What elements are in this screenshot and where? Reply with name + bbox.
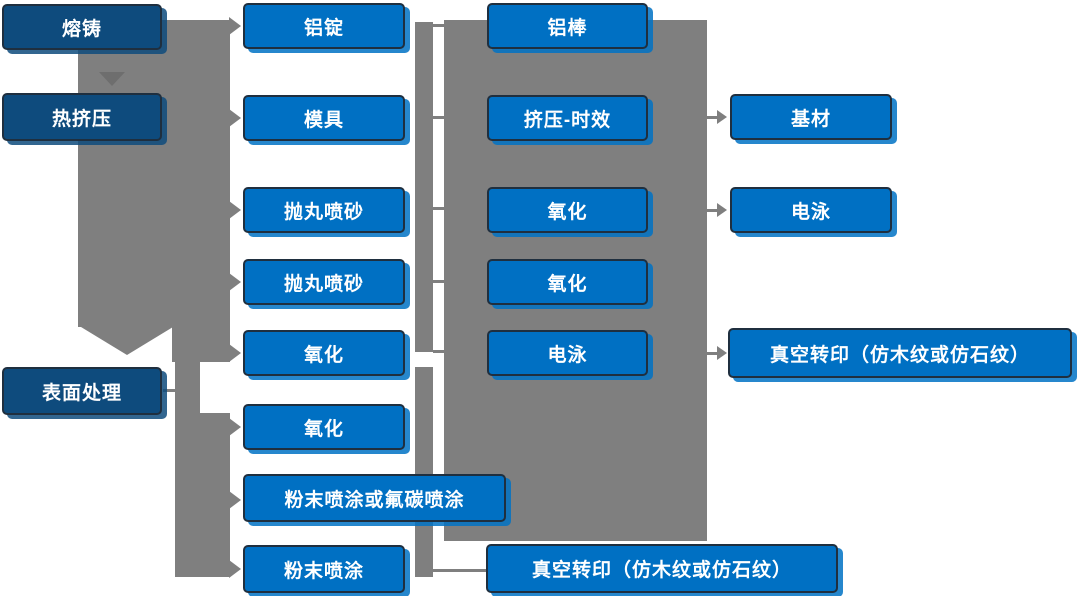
node-powder-or-fluorocarbon-coating: 粉末喷涂或氟碳喷涂 <box>243 474 506 522</box>
bus-stub-row4 <box>433 280 445 283</box>
node-oxidation-3: 氧化 <box>487 187 648 233</box>
node-vacuum-transfer-print-right: 真空转印（仿木纹或仿石纹） <box>728 328 1072 378</box>
collector-bar-lower <box>415 367 433 577</box>
node-aluminum-ingot: 铝锭 <box>243 3 405 49</box>
node-shot-blasting-1: 抛丸喷砂 <box>243 187 405 233</box>
arrow-to-powder-fluorocarbon-icon <box>229 491 241 509</box>
surface-treatment-stub <box>163 389 175 392</box>
arrow-to-vacuum-transfer-right-icon <box>717 346 727 360</box>
node-powder-coating: 粉末喷涂 <box>243 545 405 593</box>
node-melting-casting: 熔铸 <box>2 4 162 50</box>
line-to-base-material <box>707 116 718 119</box>
arrow-to-shot-blasting-2-icon <box>229 273 241 291</box>
bus-stub-bottom <box>433 569 486 572</box>
arrow-to-base-material-icon <box>717 110 727 124</box>
arrow-to-powder-coating-icon <box>229 560 241 578</box>
node-electrophoresis-2: 电泳 <box>730 187 892 233</box>
arrow-to-electrophoresis-2-icon <box>717 203 727 217</box>
bus-stub-row1 <box>433 24 445 27</box>
arrow-down-to-hot-extrusion-icon <box>99 72 125 86</box>
collector-bar-upper <box>415 22 433 352</box>
node-electrophoresis-1: 电泳 <box>487 330 648 376</box>
node-hot-extrusion: 热挤压 <box>2 93 162 141</box>
node-oxidation-1: 氧化 <box>243 330 405 376</box>
arrow-down-to-surface-treatment-icon <box>81 327 173 355</box>
node-oxidation-2: 氧化 <box>243 404 405 450</box>
node-surface-treatment: 表面处理 <box>2 367 162 415</box>
bus-stub-row5 <box>433 350 445 353</box>
trunk-left-neck <box>175 362 200 413</box>
node-mold: 模具 <box>243 95 405 141</box>
arrow-to-oxidation-1-icon <box>229 344 241 362</box>
node-base-material: 基材 <box>730 94 892 140</box>
bus-stub-row2 <box>433 116 445 119</box>
line-to-vacuum-transfer-right <box>707 352 718 355</box>
trunk-left-column <box>78 20 230 327</box>
arrow-to-aluminum-ingot-icon <box>229 17 241 35</box>
node-shot-blasting-2: 抛丸喷砂 <box>243 259 405 305</box>
node-aluminum-rod: 铝棒 <box>487 3 648 49</box>
node-extrusion-aging: 挤压-时效 <box>487 95 648 141</box>
arrow-to-shot-blasting-1-icon <box>229 201 241 219</box>
bus-stub-row3 <box>433 207 445 210</box>
node-oxidation-4: 氧化 <box>487 259 648 305</box>
line-to-electrophoresis-2 <box>707 209 718 212</box>
trunk-left-column-lower-chunk <box>172 327 230 362</box>
trunk-left-column-bottom <box>175 413 230 577</box>
node-vacuum-transfer-print-bottom: 真空转印（仿木纹或仿石纹） <box>486 544 838 593</box>
arrow-to-mold-icon <box>229 109 241 127</box>
arrow-to-oxidation-2-icon <box>229 418 241 436</box>
